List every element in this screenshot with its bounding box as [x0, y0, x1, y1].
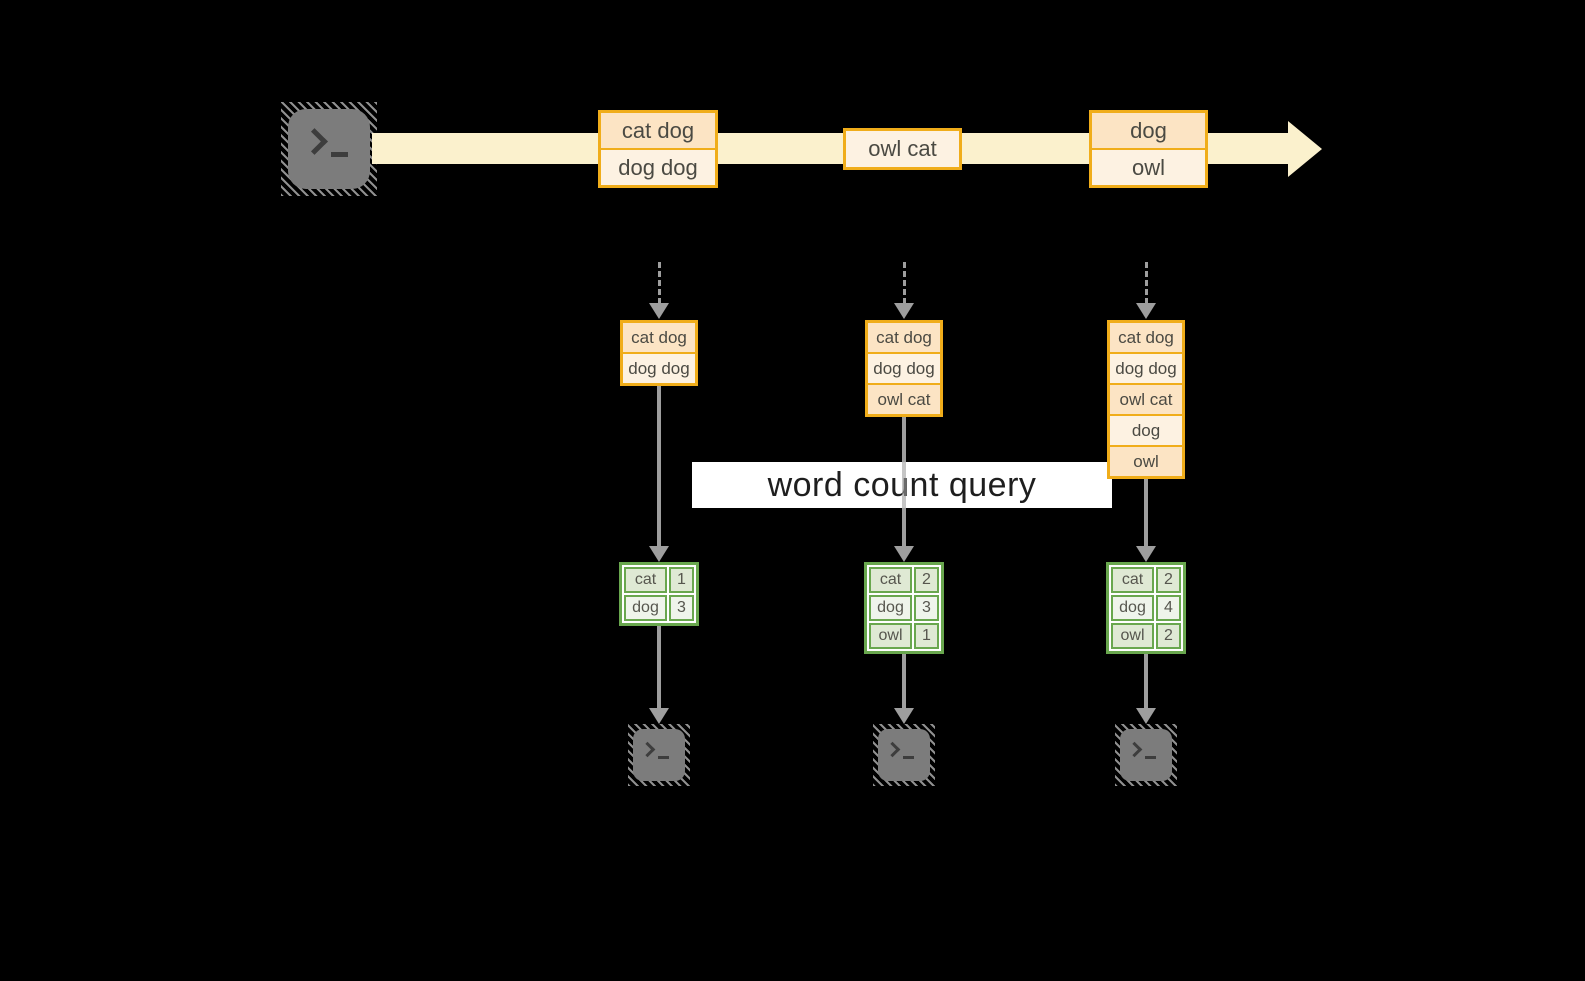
- stream-message-1: cat dog dog dog: [598, 110, 718, 188]
- dashed-down-arrow: [1145, 262, 1148, 304]
- stream-arrowhead-icon: [1288, 121, 1322, 177]
- arrowhead-icon: [1136, 303, 1156, 319]
- buffer-row: cat dog: [623, 323, 695, 352]
- arrowhead-icon: [894, 708, 914, 724]
- word-count-query-label: word count query: [767, 465, 1037, 504]
- arrowhead-icon: [894, 546, 914, 562]
- word-cell: cat: [869, 567, 912, 593]
- count-cell: 3: [914, 595, 939, 621]
- terminal-screen: [288, 109, 370, 189]
- output-terminal-icon: [628, 724, 690, 786]
- down-arrow: [1144, 654, 1148, 708]
- buffer-row: owl cat: [1110, 385, 1182, 414]
- word-cell: cat: [624, 567, 667, 593]
- count-cell: 4: [1156, 595, 1181, 621]
- word-cell: owl: [1111, 623, 1154, 649]
- arrowhead-icon: [649, 546, 669, 562]
- word-cell: cat: [1111, 567, 1154, 593]
- count-cell: 1: [669, 567, 694, 593]
- arrowhead-icon: [1136, 708, 1156, 724]
- count-cell: 1: [914, 623, 939, 649]
- count-table-3: cat 2 dog 4 owl 2: [1106, 562, 1186, 654]
- stream-message-3: dog owl: [1089, 110, 1208, 188]
- stream-message-2: owl cat: [843, 128, 962, 170]
- message-row: owl: [1092, 150, 1205, 185]
- message-row: dog dog: [601, 150, 715, 185]
- prompt-underscore-icon: [331, 152, 348, 157]
- buffer-row: cat dog: [1110, 323, 1182, 352]
- prompt-underscore-icon: [1145, 756, 1156, 759]
- count-cell: 2: [914, 567, 939, 593]
- arrowhead-icon: [649, 303, 669, 319]
- count-cell: 2: [1156, 567, 1181, 593]
- message-row: cat dog: [601, 113, 715, 148]
- count-table-1: cat 1 dog 3: [619, 562, 699, 626]
- word-cell: dog: [624, 595, 667, 621]
- dashed-down-arrow: [903, 262, 906, 304]
- input-buffer-stack-2: cat dog dog dog owl cat: [865, 320, 943, 417]
- buffer-row: dog dog: [1110, 354, 1182, 383]
- word-cell: owl: [869, 623, 912, 649]
- buffer-row: dog dog: [868, 354, 940, 383]
- arrowhead-icon: [894, 303, 914, 319]
- arrowhead-icon: [1136, 546, 1156, 562]
- buffer-row: cat dog: [868, 323, 940, 352]
- arrow-through-band: [902, 462, 906, 508]
- down-arrow: [1144, 479, 1148, 546]
- down-arrow: [657, 386, 661, 546]
- word-cell: dog: [1111, 595, 1154, 621]
- terminal-screen: [1120, 729, 1172, 781]
- output-terminal-icon: [1115, 724, 1177, 786]
- terminal-screen: [633, 729, 685, 781]
- dashed-down-arrow: [658, 262, 661, 304]
- down-arrow: [657, 626, 661, 708]
- count-table-2: cat 2 dog 3 owl 1: [864, 562, 944, 654]
- output-terminal-icon: [873, 724, 935, 786]
- arrowhead-icon: [649, 708, 669, 724]
- count-cell: 2: [1156, 623, 1181, 649]
- input-buffer-stack-1: cat dog dog dog: [620, 320, 698, 386]
- message-row: dog: [1092, 113, 1205, 148]
- buffer-row: dog dog: [623, 354, 695, 383]
- buffer-row: dog: [1110, 416, 1182, 445]
- buffer-row: owl cat: [868, 385, 940, 414]
- down-arrow: [902, 654, 906, 708]
- buffer-row: owl: [1110, 447, 1182, 476]
- prompt-underscore-icon: [903, 756, 914, 759]
- count-cell: 3: [669, 595, 694, 621]
- message-row: owl cat: [846, 131, 959, 167]
- input-buffer-stack-3: cat dog dog dog owl cat dog owl: [1107, 320, 1185, 479]
- terminal-screen: [878, 729, 930, 781]
- source-terminal-icon: [281, 102, 377, 196]
- prompt-underscore-icon: [658, 756, 669, 759]
- word-cell: dog: [869, 595, 912, 621]
